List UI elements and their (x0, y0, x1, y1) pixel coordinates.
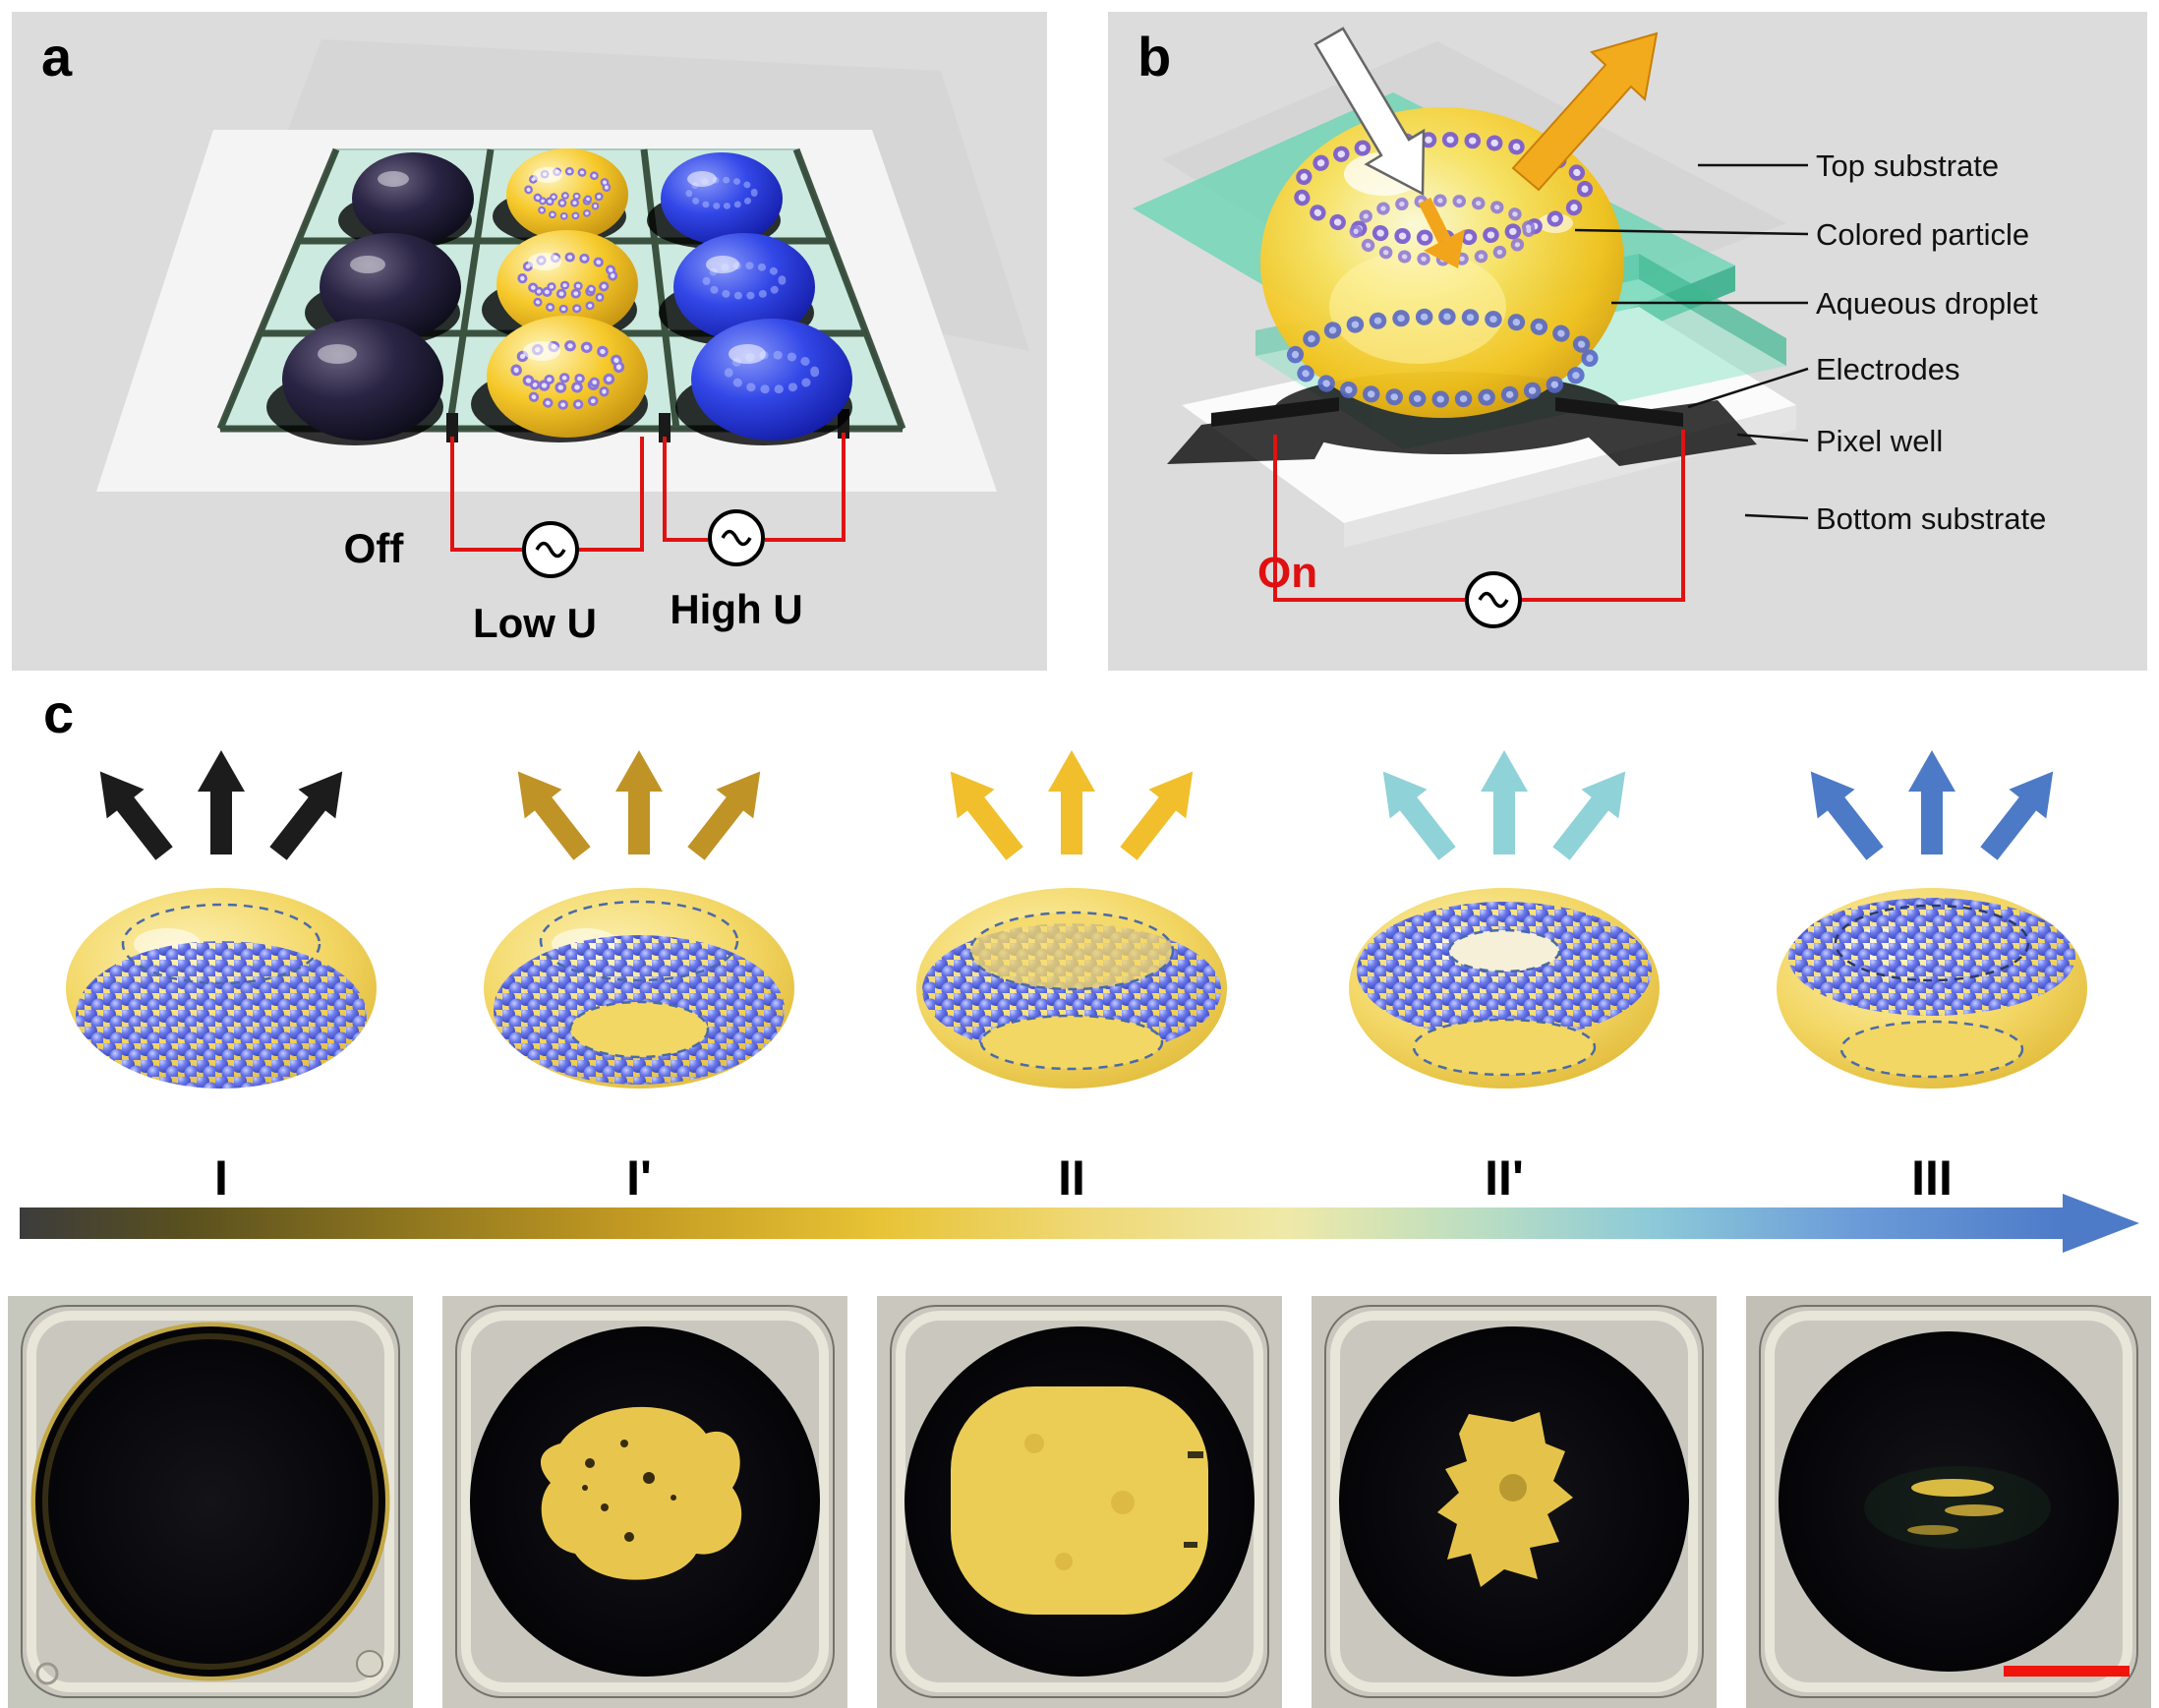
droplet-column-high (661, 152, 852, 441)
arrow-right-icon (1970, 756, 2072, 868)
panel-b-letter: b (1138, 26, 1172, 88)
micrograph-state-iii (1746, 1296, 2151, 1708)
state-ii: II (860, 742, 1283, 1206)
panel-b: b Top substrate Colored particle Aqueous… (1108, 12, 2147, 671)
state-ii-schematic (916, 750, 1227, 1089)
state-numeral: I' (626, 1150, 652, 1206)
bottom-aperture-outline (1839, 1020, 2024, 1079)
droplet-column-low (487, 148, 648, 438)
on-label: On (1257, 549, 1318, 597)
arrow-right-icon (677, 756, 780, 868)
annotation-pixel-well: Pixel well (1816, 424, 1944, 458)
top-hole-outline (1447, 928, 1561, 973)
arrow-left-icon (931, 756, 1033, 868)
state-ii-prime: II' (1293, 742, 1716, 1206)
incident-light-arrow (1313, 27, 1426, 197)
state-i-prime: I' (428, 742, 850, 1206)
single-pixel-illustration (1133, 27, 1809, 628)
low-voltage-label: Low U (473, 600, 597, 646)
arrow-up-icon (615, 750, 663, 854)
annotation-colored-particle: Colored particle (1816, 217, 2030, 252)
ac-wiring (450, 433, 846, 552)
ac-wiring (1273, 430, 1685, 602)
annotation-aqueous-droplet: Aqueous droplet (1816, 286, 2038, 321)
reflected-light-arrow (1511, 31, 1659, 192)
droplet-column-off (282, 152, 474, 441)
voltage-gradient-arrow (20, 1192, 2139, 1255)
emitted-light-arrows (931, 750, 1212, 868)
state-i-schematic (66, 750, 377, 1089)
annotation-top-substrate: Top substrate (1816, 148, 2000, 183)
emitted-light-arrows (498, 750, 780, 868)
panel-a-letter: a (41, 26, 73, 88)
arrow-right-icon (1110, 756, 1212, 868)
arrow-up-icon (1481, 750, 1528, 854)
arrow-up-icon (1048, 750, 1095, 854)
micrograph-state-i (8, 1296, 413, 1708)
state-iii: III (1721, 742, 2143, 1206)
annotation-electrodes: Electrodes (1816, 352, 1960, 386)
panel-c-letter: c (43, 682, 75, 744)
arrow-right-icon (260, 756, 362, 868)
panel-a: Off Low U High U a (12, 12, 1047, 671)
annotation-bottom-substrate: Bottom substrate (1816, 501, 2047, 536)
emitted-light-arrows (1791, 750, 2072, 868)
arrow-left-icon (498, 756, 601, 868)
open-aperture-outline (968, 911, 1175, 991)
off-label: Off (344, 525, 405, 571)
state-i-prime-schematic (484, 750, 794, 1089)
scale-bar (2004, 1666, 2130, 1677)
state-i: I (10, 742, 433, 1206)
top-covered-outline (1834, 904, 2030, 982)
open-aperture-outline (539, 900, 739, 982)
state-numeral: III (1911, 1150, 1953, 1206)
micrograph-state-i-prime (442, 1296, 847, 1708)
arrow-left-icon (1791, 756, 1894, 868)
arrow-left-icon (1364, 756, 1466, 868)
state-iii-schematic (1777, 750, 2087, 1089)
high-voltage-label: High U (670, 586, 802, 632)
open-aperture-outline (121, 903, 321, 985)
ac-source-icon (1465, 571, 1522, 628)
micrograph-state-ii-prime (1312, 1296, 1717, 1708)
refracted-light-arrow (1418, 197, 1465, 268)
arrow-up-icon (1908, 750, 1955, 854)
particle-region (76, 941, 367, 1089)
particle-region (1788, 898, 2075, 1016)
pixel-array-illustration: Off Low U High U (96, 39, 1029, 646)
electrodes (1211, 397, 1683, 427)
state-numeral: II' (1485, 1150, 1524, 1206)
arrow-right-icon (1543, 756, 1645, 868)
bottom-hole-outline (979, 1014, 1164, 1071)
arrow-up-icon (198, 750, 245, 854)
bottom-hole-outline (568, 1000, 710, 1059)
emitted-light-arrows (81, 750, 362, 868)
state-ii-prime-schematic (1349, 750, 1660, 1089)
leader-lines (1574, 163, 1809, 520)
micrograph-state-ii (877, 1296, 1282, 1708)
emitted-light-arrows (1364, 750, 1645, 868)
arrow-left-icon (81, 756, 183, 868)
ac-source-icon (522, 521, 579, 578)
ac-source-icon (708, 509, 765, 566)
state-numeral: I (214, 1150, 228, 1206)
state-numeral: II (1058, 1150, 1085, 1206)
bottom-aperture-outline (1412, 1018, 1597, 1077)
